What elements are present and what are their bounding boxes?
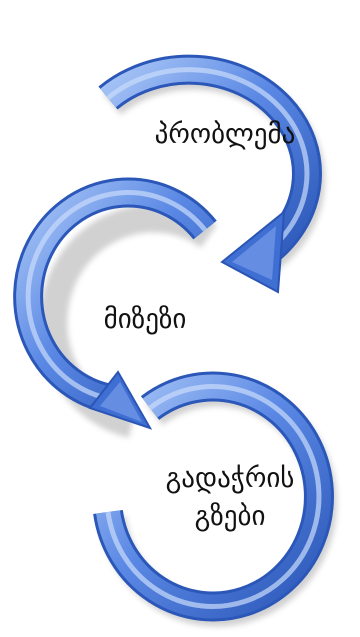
step-label-solutions-line1: გადაჭრის [140,462,320,496]
step-label-cause: მიზეზი [70,303,220,337]
step-label-solutions-line2: გზები [140,500,320,534]
step-label-problem: პრობლემა [140,118,310,152]
